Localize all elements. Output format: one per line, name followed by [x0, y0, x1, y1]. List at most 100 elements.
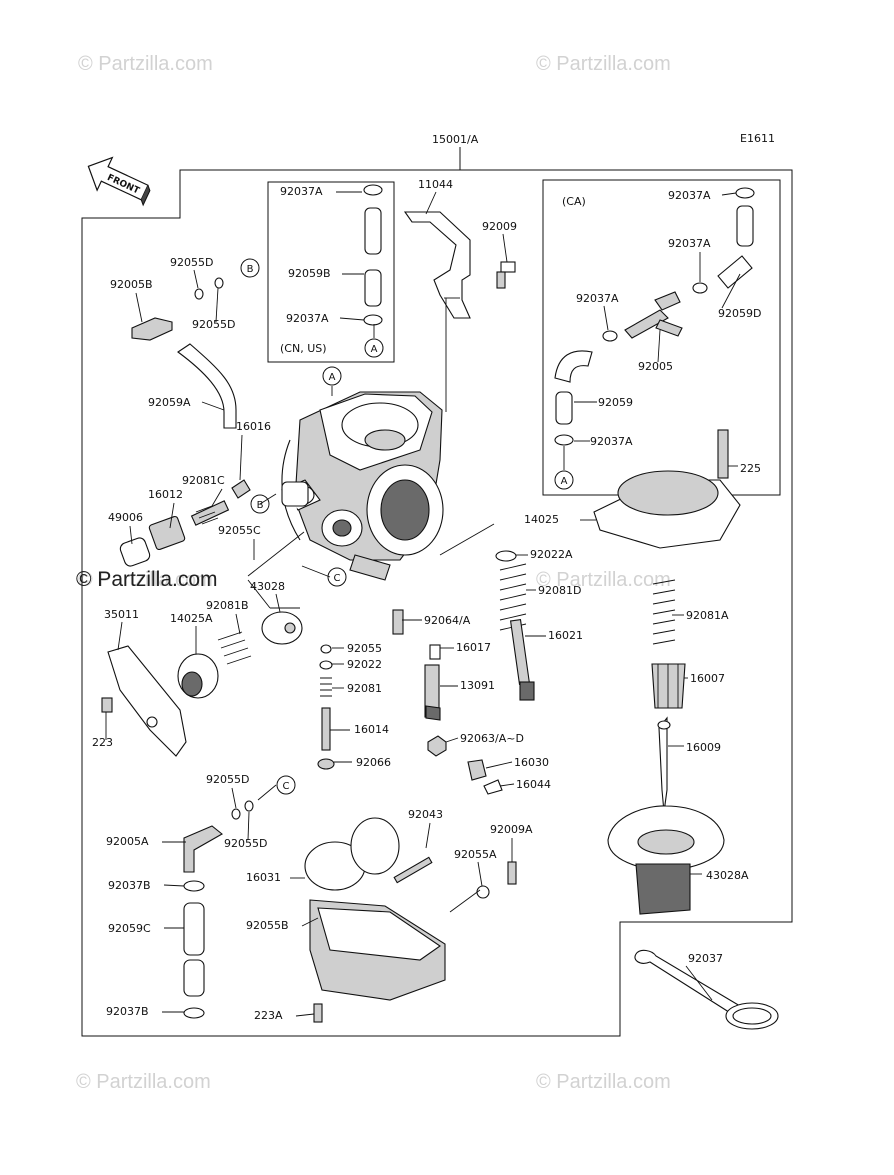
- part-number-label[interactable]: 92022: [347, 658, 382, 671]
- part-number-label[interactable]: 16017: [456, 641, 491, 654]
- leader-line: [169, 502, 175, 529]
- part-number-label[interactable]: 92055B: [246, 919, 289, 932]
- part-number-label[interactable]: 43028A: [706, 869, 749, 882]
- part-number-label[interactable]: 92063/A~D: [460, 732, 524, 745]
- leader-line: [193, 269, 199, 289]
- leader-line: [485, 761, 513, 769]
- assembly-frame: [81, 169, 793, 1037]
- part-number-label[interactable]: 92059D: [718, 307, 761, 320]
- watermark: © Partzilla.com: [76, 1071, 211, 1093]
- leader-line: [477, 861, 483, 887]
- part-number-label[interactable]: 92005: [638, 360, 673, 373]
- bracket-11044: [403, 211, 471, 319]
- part-number-label[interactable]: 92037B: [106, 1005, 149, 1018]
- part-number-label[interactable]: 92037B: [108, 879, 151, 892]
- part-number-label[interactable]: 92064/A: [424, 614, 471, 627]
- part-number-label[interactable]: 13091: [460, 679, 495, 692]
- part-number-label[interactable]: 35011: [104, 608, 139, 621]
- part-number-label[interactable]: 92081C: [182, 474, 225, 487]
- part-number-label[interactable]: 16030: [514, 756, 549, 769]
- callout-c: C: [276, 775, 296, 795]
- part-number-label[interactable]: 92009: [482, 220, 517, 233]
- assembly-number: 15001/A: [432, 133, 479, 146]
- diaphragm-and-piston: [607, 663, 725, 915]
- part-number-label[interactable]: 49006: [108, 511, 143, 524]
- part-number-label[interactable]: 16031: [246, 871, 281, 884]
- leader-line: [301, 917, 319, 927]
- leader-layer: [105, 147, 741, 1017]
- reference-line: [439, 523, 495, 556]
- part-number-label[interactable]: 92037A: [286, 312, 329, 325]
- reference-line: [247, 579, 271, 609]
- part-number-label[interactable]: 223A: [254, 1009, 283, 1022]
- part-number-label[interactable]: 92059C: [108, 922, 151, 935]
- leader-line: [721, 192, 737, 196]
- region-label-cn-us: (CN, US): [280, 342, 327, 355]
- part-number-label[interactable]: 92066: [356, 756, 391, 769]
- leader-line: [231, 787, 237, 809]
- part-number-label[interactable]: 16014: [354, 723, 389, 736]
- label-layer: 92037A92059B92037A110449200992037A92037A…: [92, 178, 761, 1022]
- part-number-label[interactable]: 43028: [250, 580, 285, 593]
- reference-line: [449, 889, 481, 913]
- part-number-label[interactable]: 92055A: [454, 848, 497, 861]
- part-number-label[interactable]: 92055D: [224, 837, 267, 850]
- part-number-label[interactable]: 92055D: [206, 773, 249, 786]
- region-label-ca: (CA): [562, 195, 586, 208]
- accelerator-pump: [101, 611, 303, 757]
- part-number-label[interactable]: 92037A: [280, 185, 323, 198]
- part-number-label[interactable]: 92081A: [686, 609, 729, 622]
- part-number-label[interactable]: 92022A: [530, 548, 573, 561]
- part-number-label[interactable]: 92043: [408, 808, 443, 821]
- part-number-label[interactable]: 92059A: [148, 396, 191, 409]
- part-number-label[interactable]: 223: [92, 736, 113, 749]
- watermark: © Partzilla.com: [536, 569, 671, 591]
- leader-line: [235, 613, 241, 635]
- reference-line: [247, 531, 305, 577]
- part-number-label[interactable]: 92037A: [576, 292, 619, 305]
- callout-letter: C: [334, 573, 341, 584]
- left-upper-parts: [119, 277, 309, 567]
- leader-line: [339, 317, 365, 321]
- part-number-label[interactable]: 92005B: [110, 278, 153, 291]
- drain-plug-92037: [634, 949, 779, 1030]
- leader-line: [445, 737, 459, 743]
- part-number-label[interactable]: 16016: [236, 420, 271, 433]
- part-number-label[interactable]: 92081B: [206, 599, 249, 612]
- part-number-label[interactable]: 92081D: [538, 584, 581, 597]
- part-number-label[interactable]: 14025A: [170, 612, 213, 625]
- part-number-label[interactable]: 92037A: [590, 435, 633, 448]
- part-number-label[interactable]: 92055D: [192, 318, 235, 331]
- part-number-label[interactable]: 92005A: [106, 835, 149, 848]
- part-number-label[interactable]: 14025: [524, 513, 559, 526]
- callout-a: A: [554, 470, 574, 490]
- part-number-label[interactable]: 92055: [347, 642, 382, 655]
- part-number-label[interactable]: 16021: [548, 629, 583, 642]
- part-number-label[interactable]: 11044: [418, 178, 453, 191]
- float-bowl: [304, 817, 517, 1023]
- part-number-label[interactable]: 225: [740, 462, 761, 475]
- leader-line: [502, 233, 508, 263]
- leader-line: [499, 783, 515, 787]
- diagram-code: E1611: [740, 132, 775, 145]
- part-number-label[interactable]: 92037A: [668, 237, 711, 250]
- part-number-label[interactable]: 16009: [686, 741, 721, 754]
- part-number-label[interactable]: 92037A: [668, 189, 711, 202]
- leader-line: [275, 593, 281, 613]
- part-number-label[interactable]: 92081: [347, 682, 382, 695]
- part-number-label[interactable]: 92059: [598, 396, 633, 409]
- part-number-label[interactable]: 92055D: [170, 256, 213, 269]
- part-number-label[interactable]: 92059B: [288, 267, 331, 280]
- part-number-label[interactable]: 16044: [516, 778, 551, 791]
- center-parts: [317, 550, 535, 795]
- part-number-label[interactable]: 16007: [690, 672, 725, 685]
- callout-a: A: [364, 338, 384, 358]
- leader-line: [215, 287, 219, 323]
- part-number-label[interactable]: 92037: [688, 952, 723, 965]
- leader-line: [211, 488, 223, 507]
- part-number-label[interactable]: 92009A: [490, 823, 533, 836]
- part-number-label[interactable]: 92055C: [218, 524, 261, 537]
- part-number-label[interactable]: 16012: [148, 488, 183, 501]
- callout-b: B: [240, 258, 260, 278]
